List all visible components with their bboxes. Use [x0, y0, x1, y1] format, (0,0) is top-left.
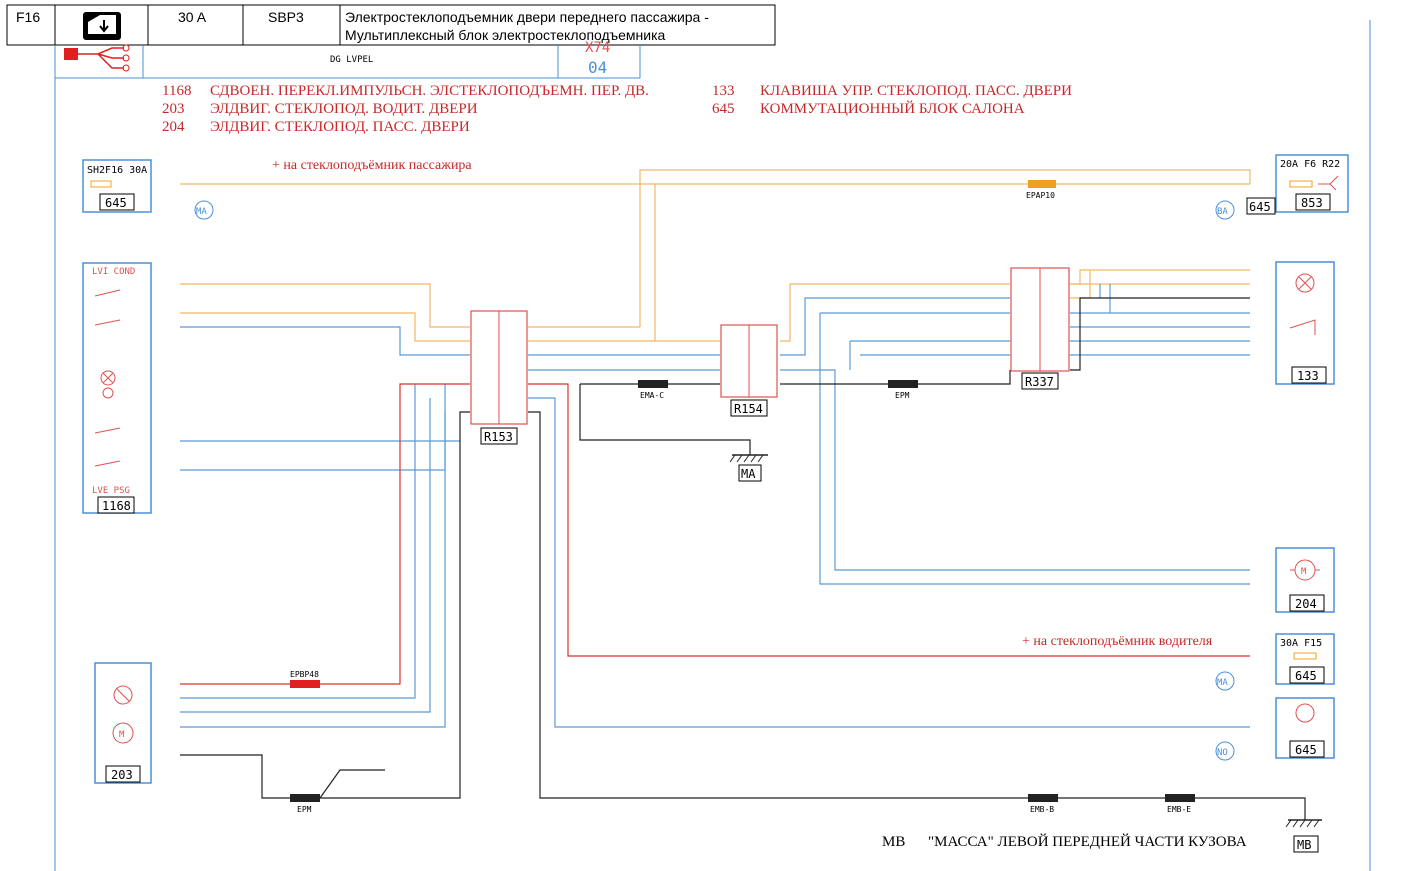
component-645-top: SH2F16 30A 645	[82, 159, 152, 213]
legend-code-204: 204	[162, 119, 185, 135]
fuse-amps: 30 A	[178, 9, 207, 25]
ground-ma: MA	[729, 454, 768, 482]
splice-emb-b: EMB-B	[1028, 794, 1058, 814]
c645-f15-inner: 30A F15	[1280, 638, 1322, 649]
legend-text-133: КЛАВИША УПР. СТЕКЛОПОД. ПАСС. ДВЕРИ	[760, 83, 1072, 99]
legend-code-133: 133	[712, 83, 735, 99]
svg-text:NO: NO	[1217, 748, 1228, 758]
legend-text-203: ЭЛДВИГ. СТЕКЛОПОД. ВОДИТ. ДВЕРИ	[210, 101, 478, 117]
component-204: M 204	[1275, 547, 1335, 613]
wires-yellow	[180, 169, 1251, 342]
marker-no: NO	[1215, 741, 1235, 761]
ground-mb-label: MB	[1297, 838, 1311, 852]
legend-code-1168: 1168	[162, 83, 191, 99]
connector-plug-icon	[64, 44, 130, 72]
c203-label: 203	[111, 768, 133, 782]
sheet-number: 04	[588, 58, 607, 77]
svg-text:EPAP10: EPAP10	[1026, 191, 1055, 200]
connector-r153: R153	[470, 310, 528, 445]
fuse-id: F16	[16, 9, 40, 25]
circuit-code: SBP3	[268, 9, 304, 25]
component-853: 20A F6 R22 853 645	[1246, 154, 1349, 215]
c645-top-inner: SH2F16 30A	[87, 165, 147, 176]
sheet-code: DG LVPEL	[330, 55, 373, 65]
svg-text:EPBP48: EPBP48	[290, 670, 319, 679]
header-title-line1: Электростеклоподъемник двери переднего п…	[345, 9, 709, 25]
header-title-line2: Мультиплексный блок электростеклоподъемн…	[345, 27, 666, 43]
svg-text:BA: BA	[1217, 207, 1228, 217]
r154-label: R154	[734, 402, 763, 416]
sheet-top: X74	[585, 40, 610, 56]
legend-text-1168: СДВОЕН. ПЕРЕКЛ.ИМПУЛЬСН. ЭЛСТЕКЛОПОДЪЕМН…	[210, 83, 649, 99]
sheet-frame: DG LVPEL X74 04	[54, 20, 1371, 871]
component-203: M 203	[94, 662, 152, 784]
c1168-top: LVI COND	[92, 267, 135, 277]
wires-blue	[180, 284, 1250, 728]
legend-text-645: КОММУТАЦИОННЫЙ БЛОК САЛОНА	[760, 100, 1025, 117]
marker-ma-1: MA	[194, 200, 214, 220]
legend-text-204: ЭЛДВИГ. СТЕКЛОПОД. ПАСС. ДВЕРИ	[210, 119, 470, 135]
ground-ma-label: MA	[741, 467, 756, 481]
c853-inner: 20A F6 R22	[1280, 159, 1340, 170]
svg-text:EMB-B: EMB-B	[1030, 805, 1054, 814]
c204-label: 204	[1295, 597, 1317, 611]
c645-small-label: 645	[1249, 200, 1271, 214]
svg-text:MA: MA	[196, 207, 207, 217]
c645-f15-label: 645	[1295, 669, 1317, 683]
r337-label: R337	[1025, 375, 1054, 389]
splice-epap10: EPAP10	[1026, 180, 1056, 200]
car-window-icon	[83, 12, 121, 40]
svg-text:EPM: EPM	[895, 391, 910, 400]
component-1168: LVI COND LVE PSG 1168	[82, 262, 152, 514]
header-table: F16 30 A SBP3 Электростеклоподъемник две…	[6, 4, 776, 46]
c645-bottom-label: 645	[1295, 743, 1317, 757]
splice-emb-e: EMB-E	[1165, 794, 1195, 814]
mb-caption-code: MB	[882, 834, 905, 850]
marker-ma-2: MA	[1215, 671, 1235, 691]
component-645-bottom: 645	[1275, 697, 1335, 759]
connector-r154: R154	[720, 324, 778, 417]
note-passenger: + на стеклоподъёмник пассажира	[272, 158, 472, 173]
wires-black	[180, 297, 1306, 820]
splice-epm-mid: EPM	[888, 380, 918, 400]
svg-text:EMA-C: EMA-C	[640, 391, 664, 400]
connector-r337: R337	[1010, 267, 1070, 390]
svg-text:M: M	[119, 730, 125, 740]
ground-mb: MB	[1285, 819, 1322, 853]
c1168-label: 1168	[102, 499, 131, 513]
splice-epm-bottom: EPM	[290, 794, 320, 814]
component-133: 133	[1275, 261, 1335, 385]
svg-text:EMB-E: EMB-E	[1167, 805, 1191, 814]
legend-code-203: 203	[162, 101, 185, 117]
splice-ema-c: EMA-C	[638, 380, 668, 400]
component-645-f15: 30A F15 645	[1275, 633, 1335, 685]
note-driver: + на стеклоподъёмник водителя	[1022, 634, 1213, 649]
legend: 1168 СДВОЕН. ПЕРЕКЛ.ИМПУЛЬСН. ЭЛСТЕКЛОПО…	[162, 83, 1072, 135]
svg-text:M: M	[1301, 567, 1307, 577]
c133-label: 133	[1297, 369, 1319, 383]
svg-text:MA: MA	[1217, 678, 1228, 688]
svg-text:EPM: EPM	[297, 805, 312, 814]
splice-epbp48: EPBP48	[290, 670, 320, 688]
c1168-bottom: LVE PSG	[92, 486, 130, 496]
c853-label: 853	[1301, 196, 1323, 210]
r153-label: R153	[484, 430, 513, 444]
c645-top-label: 645	[105, 196, 127, 210]
mb-caption: "МАССА" ЛЕВОЙ ПЕРЕДНЕЙ ЧАСТИ КУЗОВА	[928, 833, 1247, 850]
legend-code-645: 645	[712, 101, 735, 117]
marker-ba: BA	[1215, 200, 1235, 220]
